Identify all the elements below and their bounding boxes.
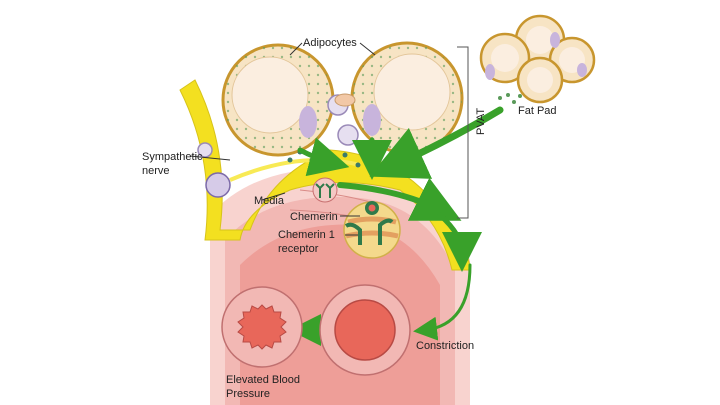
nucleus-icon: [363, 104, 381, 136]
fat-pad-label: Fat Pad: [518, 105, 557, 117]
elevated-bp-vessel: [221, 286, 303, 368]
media-label: Media: [254, 195, 285, 207]
secretion-arrows: [289, 106, 504, 346]
receptor-label: receptor: [278, 243, 319, 255]
pvat-bracket: [457, 46, 469, 219]
fat-pad: [479, 14, 596, 104]
pvat-label: PVAT: [475, 108, 487, 135]
receptor-inset: [343, 201, 401, 259]
chemerin-receptor-label: Chemerin 1: [278, 229, 335, 241]
leader-lines: [189, 42, 376, 236]
chemerin-receptor-icon: [344, 222, 362, 245]
constricted-vessel: [319, 284, 411, 376]
pressure-label: Pressure: [226, 388, 270, 400]
chemerin-label: Chemerin: [290, 211, 338, 223]
receptor-site: [312, 177, 338, 203]
constriction-label: Constriction: [416, 340, 474, 352]
adipocyte-right: [350, 41, 464, 155]
sympathetic-label: Sympathetic: [142, 151, 203, 163]
elevated-bp-label: Elevated Blood: [226, 374, 300, 386]
adipocytes-label: Adipocytes: [303, 37, 357, 49]
immune-cells: [197, 93, 359, 198]
nucleus-icon: [299, 106, 317, 138]
adipocyte-left: [221, 43, 335, 157]
nerve-label: nerve: [142, 165, 170, 177]
